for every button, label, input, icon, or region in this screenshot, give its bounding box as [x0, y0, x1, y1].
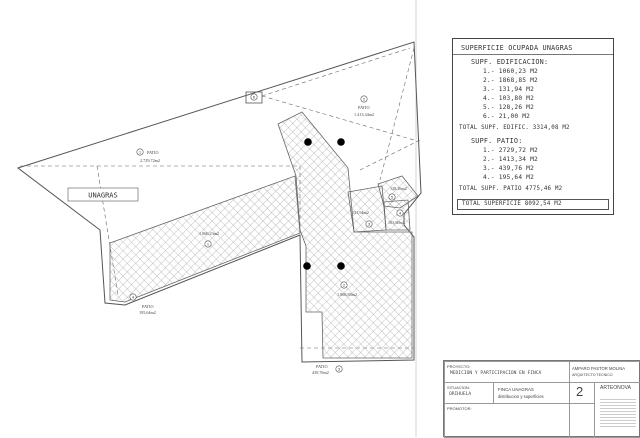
bldg-2-circle — [340, 281, 348, 289]
tb-author-sub: ARQUITECTO TECNICO — [572, 373, 613, 377]
tb-content-sub: distribucion y superficies — [498, 394, 544, 399]
surface-summary-table: SUPERFICIE OCUPADA UNAGRAS SUPF. EDIFICA… — [452, 38, 614, 215]
column-marker — [304, 138, 312, 146]
bldg-4-num: 4 — [399, 211, 402, 216]
patio-4-circle — [129, 293, 137, 301]
patio-2-circle — [360, 95, 368, 103]
patio-4-area: 195,64m2 — [139, 310, 156, 316]
patio-2-num: 2 — [363, 97, 366, 102]
tb-sheet-number: 2 — [576, 384, 584, 399]
patio-4-label: PATIO — [142, 304, 153, 309]
bldg-5-circle — [388, 193, 396, 201]
column-marker — [303, 262, 311, 270]
patio-row-2: 2.- 1413,34 M2 — [483, 156, 538, 163]
column-marker — [337, 262, 345, 270]
patio-1-num: 1 — [139, 150, 142, 155]
tb-location-value: ORIHUELA — [449, 392, 472, 397]
bldg-3-area: 131,94m2 — [352, 210, 369, 216]
patio-row-1: 1.- 2729,72 M2 — [483, 147, 538, 154]
tb-logo-mark — [600, 397, 636, 427]
patio-3-area: 439,76m2 — [312, 370, 329, 376]
bldg-2-num: 2 — [343, 283, 346, 288]
bldg-6-num: 6 — [253, 95, 256, 100]
bldg-5-num: 5 — [391, 195, 394, 200]
edif-total: TOTAL SUPF. EDIFIC. 3314,08 M2 — [459, 125, 570, 131]
tb-location-label: SITUACION: — [447, 385, 470, 390]
table-title: SUPERFICIE OCUPADA UNAGRAS — [461, 44, 573, 52]
tb-owner-label: PROMOTOR: — [447, 406, 472, 411]
unagras-label: UNAGRAS — [88, 192, 118, 200]
bldg-3-num: 3 — [368, 222, 371, 227]
tb-sheet-label: ARTEONOVA — [600, 385, 631, 391]
patio-3-label: PATIO — [316, 364, 327, 369]
bldg-6-circle — [250, 93, 258, 101]
patio-4-num: 4 — [132, 295, 135, 300]
edif-row-1: 1.- 1060,23 M2 — [483, 68, 538, 75]
number-circles — [129, 93, 404, 373]
bldg-4-area: 103,80m2 — [388, 220, 405, 226]
unagras-label-box — [67, 187, 139, 202]
bldg-3-circle — [365, 220, 373, 228]
edif-row-6: 6.- 21,00 M2 — [483, 113, 531, 120]
building-6 — [245, 91, 263, 104]
bldg-2-area: 1.868,85m2 — [337, 292, 357, 298]
grand-total: TOTAL SUPERFICIE 8092,54 M2 — [462, 201, 562, 207]
tb-scale-cell — [569, 403, 595, 438]
edif-row-2: 2.- 1868,85 M2 — [483, 77, 538, 84]
edif-row-4: 4.- 103,80 M2 — [483, 95, 535, 102]
building-footprints — [109, 91, 419, 359]
title-block: PROYECTO: MEDICION Y PARTICIPACION EN FI… — [443, 360, 640, 438]
property-boundary — [16, 41, 422, 363]
patio-heading: SUPF. PATIO: — [471, 137, 523, 145]
patio-row-4: 4.- 195,64 M2 — [483, 174, 535, 181]
grand-total-box — [457, 199, 609, 210]
edif-row-5: 5.- 128,26 M2 — [483, 104, 535, 111]
building-2 — [277, 111, 413, 359]
patio-row-3: 3.- 439,76 M2 — [483, 165, 535, 172]
bldg-1-circle — [204, 240, 212, 248]
tb-project-value: MEDICION Y PARTICIPACION EN FINCA — [450, 371, 542, 376]
column-markers — [303, 138, 345, 270]
patio-2-label: PATIO — [358, 105, 369, 110]
patio-3-num: 3 — [338, 367, 341, 372]
bldg-5-area: 128,26m2 — [390, 186, 407, 192]
patio-1-area: 2.729,72m2 — [140, 158, 160, 164]
patio-1-circle — [136, 148, 144, 156]
tb-content-cell — [493, 382, 570, 404]
column-marker — [337, 138, 345, 146]
building-1 — [109, 175, 301, 303]
patio-total: TOTAL SUPF. PATIO 4775,46 M2 — [459, 186, 563, 192]
tb-author-name: AMPARO PASTOR MOLINA — [572, 366, 626, 371]
tb-project-label: PROYECTO: — [447, 364, 471, 369]
bldg-4-circle — [396, 209, 404, 217]
patio-2-area: 1.413,34m2 — [354, 112, 374, 118]
patio-3-circle — [335, 365, 343, 373]
patio-1-label: PATIO — [147, 150, 158, 155]
tb-author-cell — [569, 361, 640, 383]
edif-heading: SUPF. EDIFICACION: — [471, 58, 549, 66]
edif-row-3: 3.- 131,94 M2 — [483, 86, 535, 93]
building-5 — [377, 175, 419, 209]
bldg-1-num: 1 — [207, 242, 210, 247]
tb-content-value: FINCA UNAGRAS — [498, 387, 534, 392]
bldg-1-area: 1.060,23m2 — [199, 231, 219, 237]
